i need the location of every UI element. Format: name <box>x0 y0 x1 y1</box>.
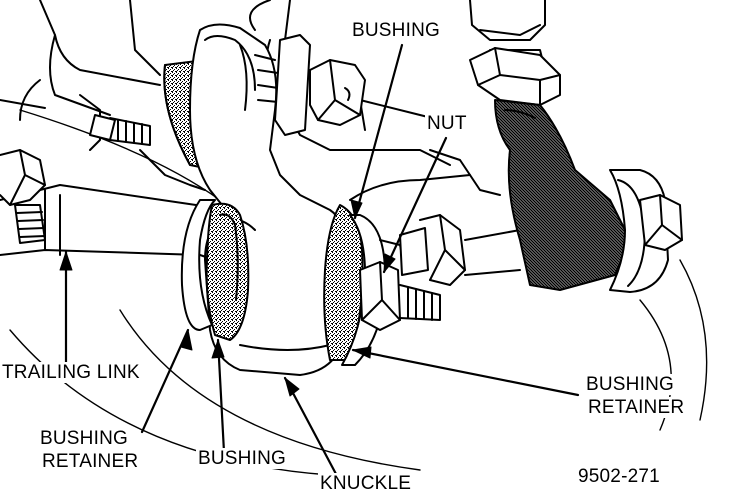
label-bushing-retainer-left-line1: BUSHING <box>38 428 130 449</box>
label-bushing-top: BUSHING <box>350 20 442 41</box>
label-bushing-retainer-left-line2: RETAINER <box>40 451 141 472</box>
label-bushing-retainer-right-line2: RETAINER <box>586 397 687 418</box>
leader-bushing-retainer-left <box>140 328 190 434</box>
arrow-bushing-top <box>350 199 363 219</box>
leader-nut <box>382 136 448 274</box>
leader-knuckle <box>283 376 338 476</box>
right-link-top-nut <box>469 0 561 106</box>
right-bracket <box>349 149 521 286</box>
arrow-bushing-retainer-right <box>352 346 372 359</box>
leader-bushing-top <box>353 43 404 220</box>
leader-bushing-bottom <box>216 338 226 454</box>
arrow-knuckle <box>284 377 300 397</box>
left-bushing <box>205 202 250 341</box>
leader-bushing-retainer-right <box>351 348 580 397</box>
arrow-trailing-link <box>59 251 73 271</box>
label-bushing-retainer-right-line1: BUSHING <box>584 374 676 395</box>
label-bushing-bottom: BUSHING <box>196 448 288 469</box>
label-nut: NUT <box>425 113 469 134</box>
label-knuckle: KNUCKLE <box>318 473 414 494</box>
right-link-rubber-sleeve <box>494 99 631 291</box>
leader-lines <box>64 43 580 476</box>
arrowheads <box>59 199 396 397</box>
right-link-end-cap <box>609 169 683 293</box>
arrow-bushing-bottom <box>211 339 225 359</box>
upper-bolt <box>274 34 366 136</box>
label-trailing-link: TRAILING LINK <box>0 362 142 383</box>
upper-left-mount <box>0 0 206 191</box>
figure-number: 9502-271 <box>576 466 662 487</box>
arrow-bushing-retainer-left <box>180 329 193 351</box>
trailing-link-end-stud <box>0 149 46 244</box>
arrow-nut <box>383 253 396 273</box>
